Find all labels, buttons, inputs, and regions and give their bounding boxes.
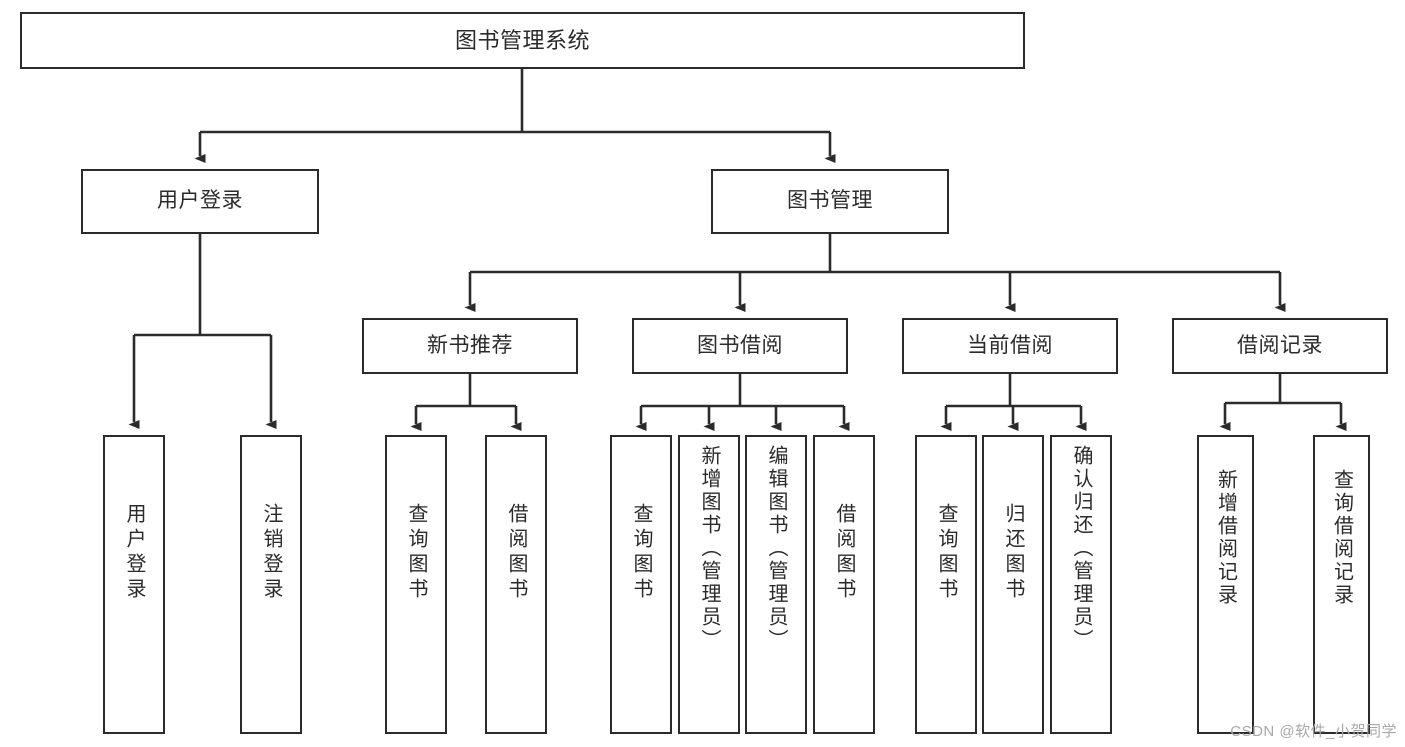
node-root[interactable]: 图书管理系统 [20, 12, 1025, 69]
leaf-query-book-rec[interactable]: 查询图书 [385, 435, 447, 734]
node-new-book-rec-label: 新书推荐 [427, 333, 513, 357]
node-book-manage-label: 图书管理 [787, 189, 873, 213]
leaf-edit-book[interactable]: 编辑图书（管理员） [745, 435, 807, 734]
node-book-borrow-label: 图书借阅 [697, 333, 783, 357]
leaf-query-book-cur[interactable]: 查询图书 [915, 435, 977, 734]
leaf-edit-book-label: 编辑图书（管理员） [765, 445, 787, 652]
leaf-user-logout[interactable]: 注销登录 [240, 435, 302, 734]
node-book-borrow[interactable]: 图书借阅 [632, 318, 848, 374]
leaf-confirm-return[interactable]: 确认归还（管理员） [1050, 435, 1112, 734]
leaf-user-login-label: 用户登录 [123, 503, 145, 603]
leaf-return-book-label: 归还图书 [1002, 503, 1024, 603]
leaf-add-record-label: 新增借阅记录 [1214, 469, 1237, 607]
leaf-add-record[interactable]: 新增借阅记录 [1197, 435, 1254, 734]
leaf-borrow-book-rec[interactable]: 借阅图书 [485, 435, 547, 734]
watermark: CSDN @软件_小贺同学 [1230, 723, 1397, 740]
node-current-borrow[interactable]: 当前借阅 [902, 318, 1118, 374]
node-book-manage[interactable]: 图书管理 [711, 169, 949, 234]
node-user-login-label: 用户登录 [157, 189, 243, 213]
leaf-user-login[interactable]: 用户登录 [103, 435, 165, 734]
leaf-query-record[interactable]: 查询借阅记录 [1313, 435, 1370, 734]
leaf-query-record-label: 查询借阅记录 [1330, 469, 1353, 607]
leaf-add-book-label: 新增图书（管理员） [698, 445, 720, 652]
leaf-query-book[interactable]: 查询图书 [610, 435, 672, 734]
leaf-confirm-return-label: 确认归还（管理员） [1070, 445, 1092, 652]
leaf-query-book-cur-label: 查询图书 [935, 503, 957, 603]
leaf-user-logout-label: 注销登录 [260, 503, 282, 603]
node-root-label: 图书管理系统 [454, 27, 590, 53]
node-user-login[interactable]: 用户登录 [81, 169, 319, 234]
node-borrow-record-label: 借阅记录 [1237, 333, 1323, 357]
leaf-return-book[interactable]: 归还图书 [982, 435, 1044, 734]
leaf-borrow-book-rec-label: 借阅图书 [505, 503, 527, 603]
node-borrow-record[interactable]: 借阅记录 [1172, 318, 1388, 374]
leaf-query-book-rec-label: 查询图书 [405, 503, 427, 603]
leaf-add-book[interactable]: 新增图书（管理员） [678, 435, 740, 734]
node-new-book-rec[interactable]: 新书推荐 [362, 318, 578, 374]
leaf-borrow-book-label: 借阅图书 [833, 503, 855, 603]
leaf-query-book-label: 查询图书 [630, 503, 652, 603]
node-current-borrow-label: 当前借阅 [967, 333, 1053, 357]
leaf-borrow-book[interactable]: 借阅图书 [813, 435, 875, 734]
